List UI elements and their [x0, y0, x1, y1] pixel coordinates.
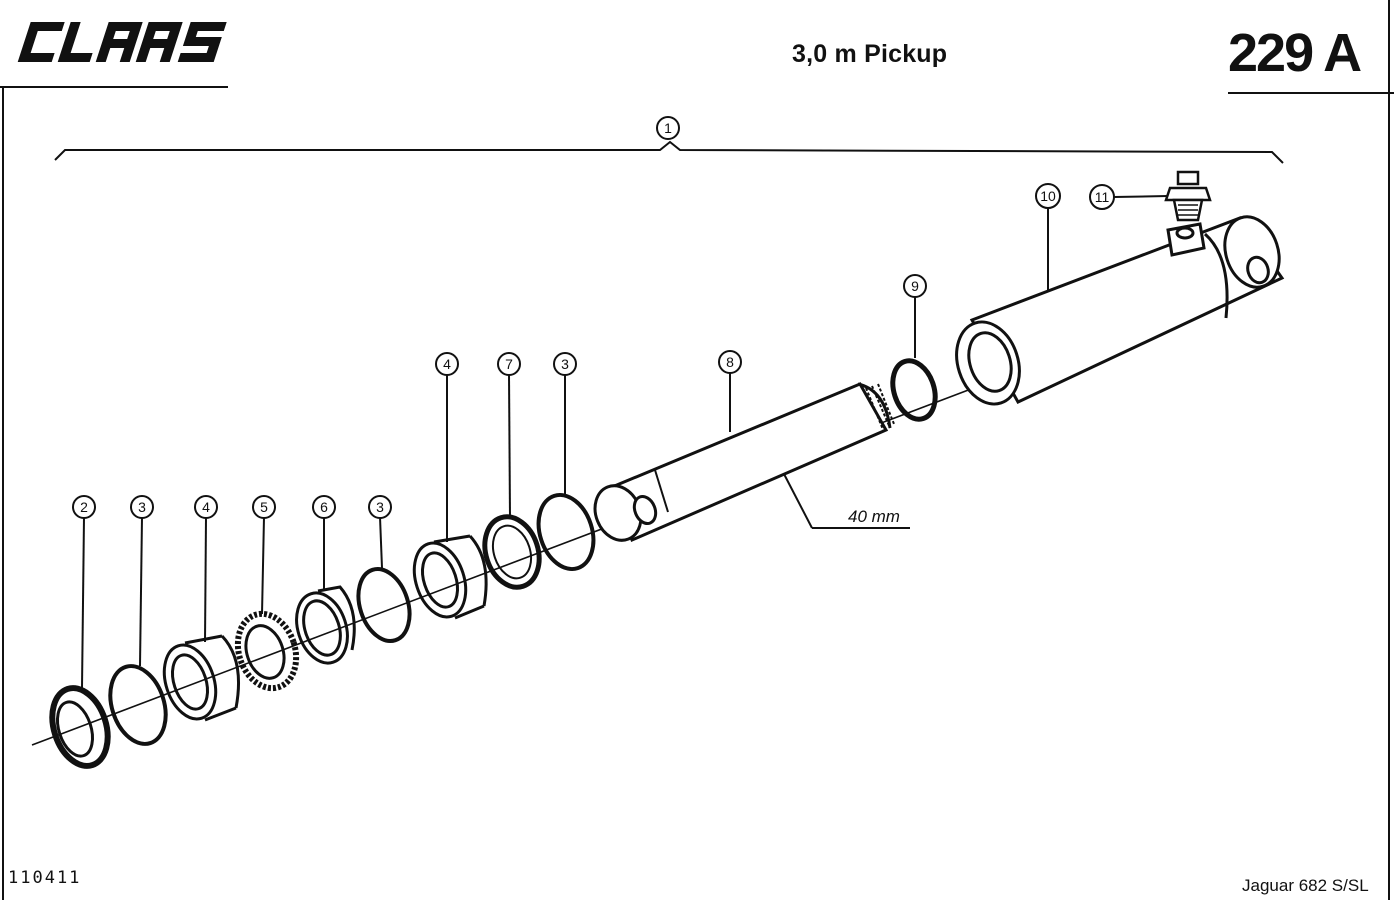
page-title: 3,0 m Pickup [792, 40, 948, 68]
callout-10: 10 [1040, 188, 1056, 204]
callout-11: 11 [1095, 189, 1110, 205]
header-rule-right [1228, 92, 1394, 94]
part-4-guide-bush-a [162, 634, 240, 722]
part-9-o-ring [890, 358, 938, 422]
document-number: 110411 [8, 868, 82, 888]
callout-3c: 3 [561, 356, 569, 372]
callout-9: 9 [911, 278, 919, 294]
part-3-snap-ring-a [108, 664, 168, 746]
assembly-brace [54, 140, 1284, 164]
callout-3a: 3 [138, 499, 146, 515]
callout-4b: 4 [443, 356, 451, 372]
part-6-bush [295, 585, 356, 665]
callout-1: 1 [664, 120, 672, 136]
page-number: 229 A [1228, 23, 1362, 83]
rod-diameter-dimension: 40 mm [848, 507, 900, 526]
part-2-wiper-seal [49, 685, 111, 769]
part-10-cylinder-barrel [955, 215, 1285, 406]
header-rule-left [0, 86, 228, 88]
frame-right-border [1388, 0, 1390, 900]
part-7-ring [482, 514, 542, 590]
callout-2: 2 [80, 499, 88, 515]
part-3-snap-ring-b [356, 567, 412, 643]
part-4-guide-bush-b [412, 534, 488, 620]
callout-8: 8 [726, 354, 734, 370]
part-5-seal [234, 610, 300, 692]
callout-7: 7 [505, 356, 513, 372]
callout-4a: 4 [202, 499, 210, 515]
machine-model: Jaguar 682 S/SL [1242, 876, 1369, 895]
callout-5: 5 [260, 499, 268, 515]
part-3-snap-ring-c [536, 492, 596, 572]
claas-logo [17, 22, 227, 62]
callout-3b: 3 [376, 499, 384, 515]
callout-6: 6 [320, 499, 328, 515]
part-8-piston-rod [593, 382, 895, 543]
frame-left-border [2, 86, 4, 900]
part-11-fitting [1164, 170, 1212, 222]
leader-lines [81, 195, 1169, 689]
callout-circles [72, 116, 1115, 519]
